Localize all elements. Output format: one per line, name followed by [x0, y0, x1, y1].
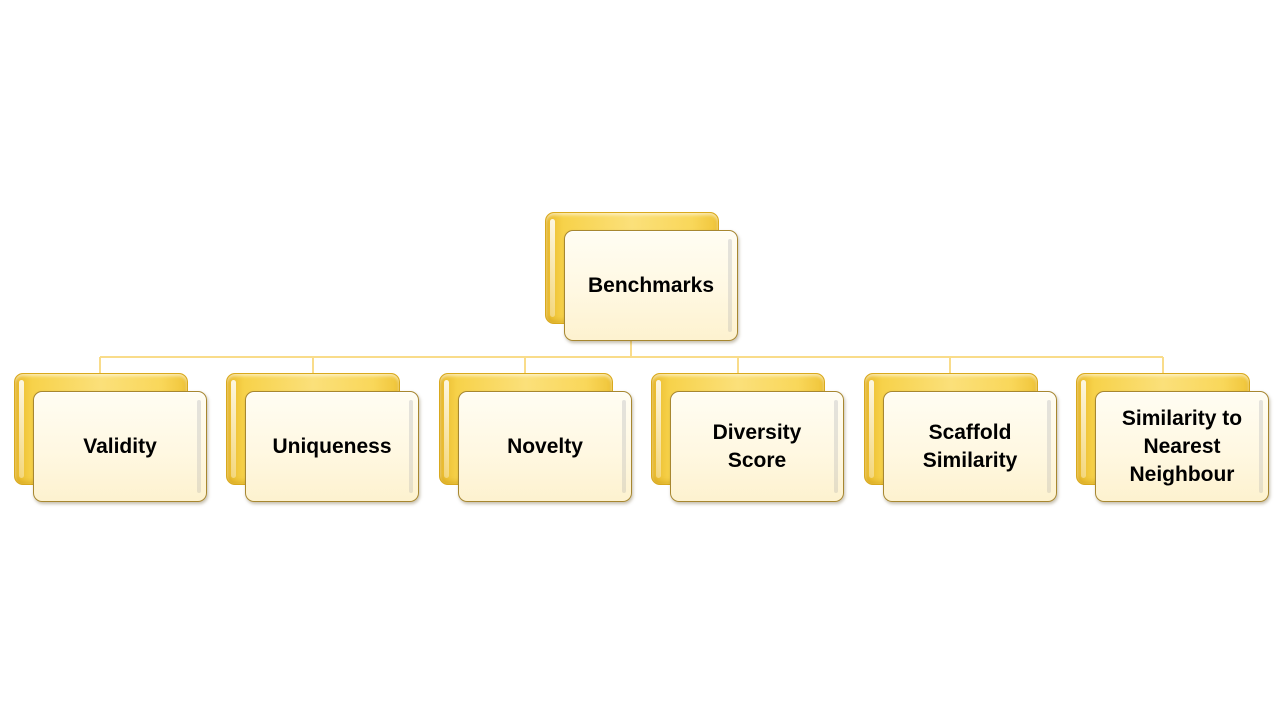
- child-front-card: Uniqueness: [245, 391, 419, 502]
- child-label: Scaffold Similarity: [922, 420, 1018, 472]
- child-node-novelty: Novelty: [439, 373, 635, 505]
- child-label: Diversity Score: [712, 420, 802, 472]
- child-front-card: Diversity Score: [670, 391, 844, 502]
- child-front-card: Validity: [33, 391, 207, 502]
- child-node-similarity-to-nearest-neighbour: Similarity to Nearest Neighbour: [1076, 373, 1272, 505]
- child-front-card: Scaffold Similarity: [883, 391, 1057, 502]
- child-label: Similarity to Nearest Neighbour: [1121, 406, 1243, 486]
- child-node-scaffold-similarity: Scaffold Similarity: [864, 373, 1060, 505]
- child-label: Novelty: [507, 434, 583, 458]
- root-front-card: Benchmarks: [564, 230, 738, 341]
- child-node-validity: Validity: [14, 373, 210, 505]
- child-front-card: Similarity to Nearest Neighbour: [1095, 391, 1269, 502]
- child-node-uniqueness: Uniqueness: [226, 373, 422, 505]
- child-node-diversity-score: Diversity Score: [651, 373, 847, 505]
- child-label: Uniqueness: [272, 434, 392, 458]
- root-node: Benchmarks: [545, 212, 741, 344]
- child-front-card: Novelty: [458, 391, 632, 502]
- root-label: Benchmarks: [587, 273, 715, 297]
- child-label: Validity: [83, 434, 157, 458]
